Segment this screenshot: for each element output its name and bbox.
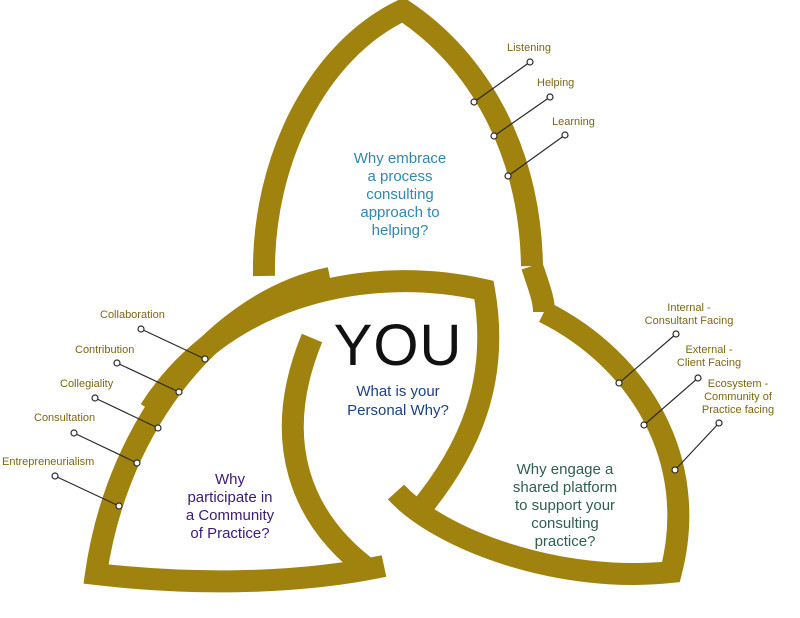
center-question: What is your Personal Why? — [347, 383, 449, 419]
leader-dot-entrepreneurialism-outer — [51, 472, 59, 480]
leader-dot-external-inner — [640, 421, 648, 429]
leader-dot-ecosystem-outer — [715, 419, 723, 427]
label-learning: Learning — [552, 116, 595, 128]
leader-dot-collegiality-inner — [154, 424, 162, 432]
label-external: External - Client Facing — [676, 344, 742, 369]
top-lobe-question: Why embrace a process consulting approac… — [353, 150, 447, 239]
leader-dot-contribution-inner — [175, 388, 183, 396]
label-helping: Helping — [537, 77, 575, 89]
knot-band-top — [252, 0, 543, 277]
leader-line-entrepreneurialism — [54, 475, 120, 507]
leader-dot-consultation-inner — [133, 459, 141, 467]
leader-line-consultation — [73, 432, 138, 464]
knot-band-inner-left — [281, 333, 379, 581]
leader-dot-listening-outer — [526, 58, 534, 66]
leader-dot-collegiality-outer — [91, 394, 99, 402]
label-ecosystem: Ecosystem - Community of Practice facing — [701, 378, 775, 416]
left-lobe-question: Why participate in a Community of Practi… — [185, 471, 275, 542]
leader-dot-internal-inner — [615, 379, 623, 387]
label-listening: Listening — [507, 42, 552, 54]
leader-dot-listening-inner — [470, 98, 478, 106]
leader-dot-external-outer — [694, 374, 702, 382]
leader-line-helping — [493, 96, 551, 137]
label-entrepreneurialism: Entrepreneurialism — [2, 456, 95, 468]
leader-dot-collaboration-outer — [137, 325, 145, 333]
leader-line-collegiality — [94, 397, 159, 429]
leader-dot-entrepreneurialism-inner — [115, 502, 123, 510]
right-lobe-question: Why engage a shared platform to support … — [512, 461, 618, 550]
leader-line-listening — [473, 61, 531, 103]
leader-line-ecosystem — [674, 422, 720, 471]
leader-line-collaboration — [140, 328, 206, 360]
leader-line-external — [643, 377, 699, 426]
leader-line-contribution — [116, 362, 180, 393]
label-consultation: Consultation — [34, 412, 96, 424]
knot-band-inner-top — [140, 270, 500, 520]
leader-dot-collaboration-inner — [201, 355, 209, 363]
center-title: YOU — [333, 313, 463, 378]
label-collegiality: Collegiality — [60, 378, 114, 390]
leader-dot-internal-outer — [672, 330, 680, 338]
leader-dot-consultation-outer — [70, 429, 78, 437]
leader-dot-learning-inner — [504, 172, 512, 180]
leader-dot-contribution-outer — [113, 359, 121, 367]
label-internal: Internal - Consultant Facing — [644, 302, 734, 327]
leader-line-learning — [507, 134, 566, 177]
leader-dot-helping-inner — [490, 132, 498, 140]
label-contribution: Contribution — [75, 344, 135, 356]
label-collaboration: Collaboration — [100, 309, 165, 321]
knot-band-inner-right — [521, 262, 555, 313]
knot-band-right — [387, 302, 690, 585]
leader-dot-helping-outer — [546, 93, 554, 101]
leader-line-internal — [618, 333, 677, 384]
leader-dot-ecosystem-inner — [671, 466, 679, 474]
leader-dot-learning-outer — [561, 131, 569, 139]
